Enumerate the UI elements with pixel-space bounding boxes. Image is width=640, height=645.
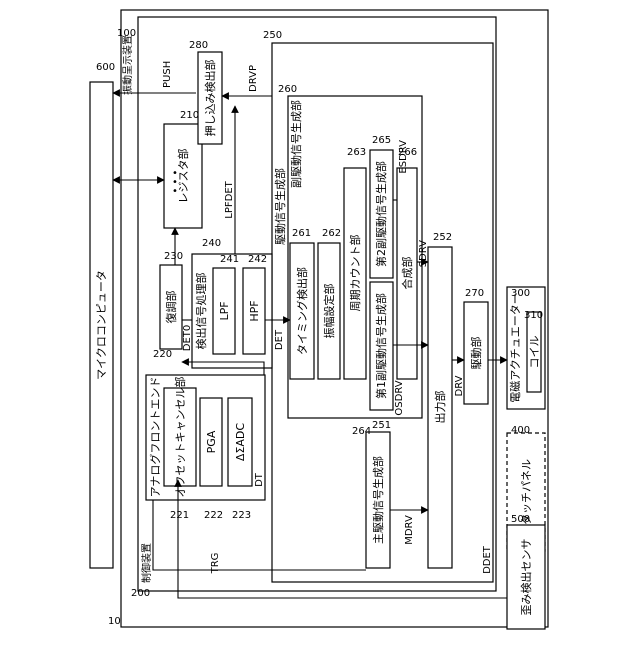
- ref-10: 10: [108, 616, 121, 627]
- analog-front-end-label: アナログフロントエンド: [148, 377, 162, 498]
- push-label: PUSH: [162, 61, 173, 88]
- detection-signal-processing-label: 検出信号処理部: [194, 273, 208, 350]
- demodulator-label: 復調部: [164, 291, 178, 324]
- main-drive-label: 主駆動信号生成部: [371, 456, 385, 544]
- ref-264: 264: [352, 426, 371, 437]
- ref-265: 265: [372, 135, 391, 146]
- period-count-label: 周期カウント部: [348, 235, 362, 312]
- offset-cancel-label: オフセットキャンセル部: [173, 377, 187, 498]
- combiner-label: 合成部: [400, 257, 414, 290]
- ref-210: 210: [180, 110, 199, 121]
- lpfdet-label: LPFDET: [224, 180, 235, 218]
- det-label: DET: [274, 329, 285, 350]
- timing-detection-label: タイミング検出部: [295, 267, 309, 355]
- ref-262: 262: [322, 228, 341, 239]
- sub-drive-signal-generator-label: 副駆動信号生成部: [289, 100, 303, 188]
- output-label: 出力部: [433, 391, 447, 424]
- ref-263: 263: [347, 147, 366, 158]
- vibration-display-device-label: 振動呈示装置: [121, 35, 134, 95]
- ref-261: 261: [292, 228, 311, 239]
- ref-400: 400: [511, 425, 530, 436]
- register-label: レジスタ部: [176, 149, 190, 204]
- ref-600: 600: [96, 62, 115, 73]
- amplitude-setting-label: 振幅設定部: [322, 284, 336, 339]
- first-sub-drive-label: 第1副駆動信号生成部: [374, 293, 388, 399]
- control-device-label: 制御装置: [140, 543, 153, 583]
- driver-label: 駆動部: [469, 337, 483, 370]
- register-bullets: •••: [172, 168, 178, 197]
- ref-251: 251: [372, 420, 391, 431]
- drv-label: DRV: [454, 375, 465, 396]
- strain-sensor-label: 歪み検出センサ: [519, 539, 533, 616]
- ref-310: 310: [524, 310, 543, 321]
- hpf-label: HPF: [248, 300, 261, 321]
- ref-223: 223: [232, 510, 251, 521]
- pga-label: PGA: [205, 430, 218, 453]
- ref-240: 240: [202, 238, 221, 249]
- ref-252: 252: [433, 232, 452, 243]
- ref-280: 280: [189, 40, 208, 51]
- osdrv-label: OSDRV: [394, 380, 405, 415]
- ref-220: 220: [153, 349, 172, 360]
- ref-200: 200: [131, 588, 150, 599]
- actuator-label: 電磁アクチュエーター: [509, 293, 522, 402]
- drvp-label: DRVP: [248, 65, 259, 92]
- mdrv-label: MDRV: [404, 515, 415, 545]
- ref-230: 230: [164, 251, 183, 262]
- microcomputer-label: マイクロコンピュータ: [95, 270, 108, 380]
- dt-label: DT: [254, 472, 265, 487]
- ref-260: 260: [278, 84, 297, 95]
- esdrv-label: ESDRV: [398, 140, 409, 174]
- ref-241: 241: [220, 254, 239, 265]
- touch-panel-label: タッチパネル: [520, 459, 533, 525]
- det0-label: DET0: [182, 325, 193, 352]
- ref-270: 270: [465, 288, 484, 299]
- ddet-label: DDET: [482, 545, 493, 574]
- ref-222: 222: [204, 510, 223, 521]
- lpf-label: LPF: [218, 301, 231, 320]
- drive-signal-generator-label: 駆動信号生成部: [273, 168, 287, 245]
- adc-label: ΔΣADC: [234, 423, 247, 461]
- ref-242: 242: [248, 254, 267, 265]
- ref-221: 221: [170, 510, 189, 521]
- trg-label: TRG: [210, 553, 221, 575]
- press-detection-label: 押し込み検出部: [203, 60, 217, 137]
- second-sub-drive-label: 第2副駆動信号生成部: [374, 161, 388, 267]
- ref-250: 250: [263, 30, 282, 41]
- sdrv-label: SDRV: [418, 240, 429, 267]
- coil-label: コイル: [528, 336, 541, 369]
